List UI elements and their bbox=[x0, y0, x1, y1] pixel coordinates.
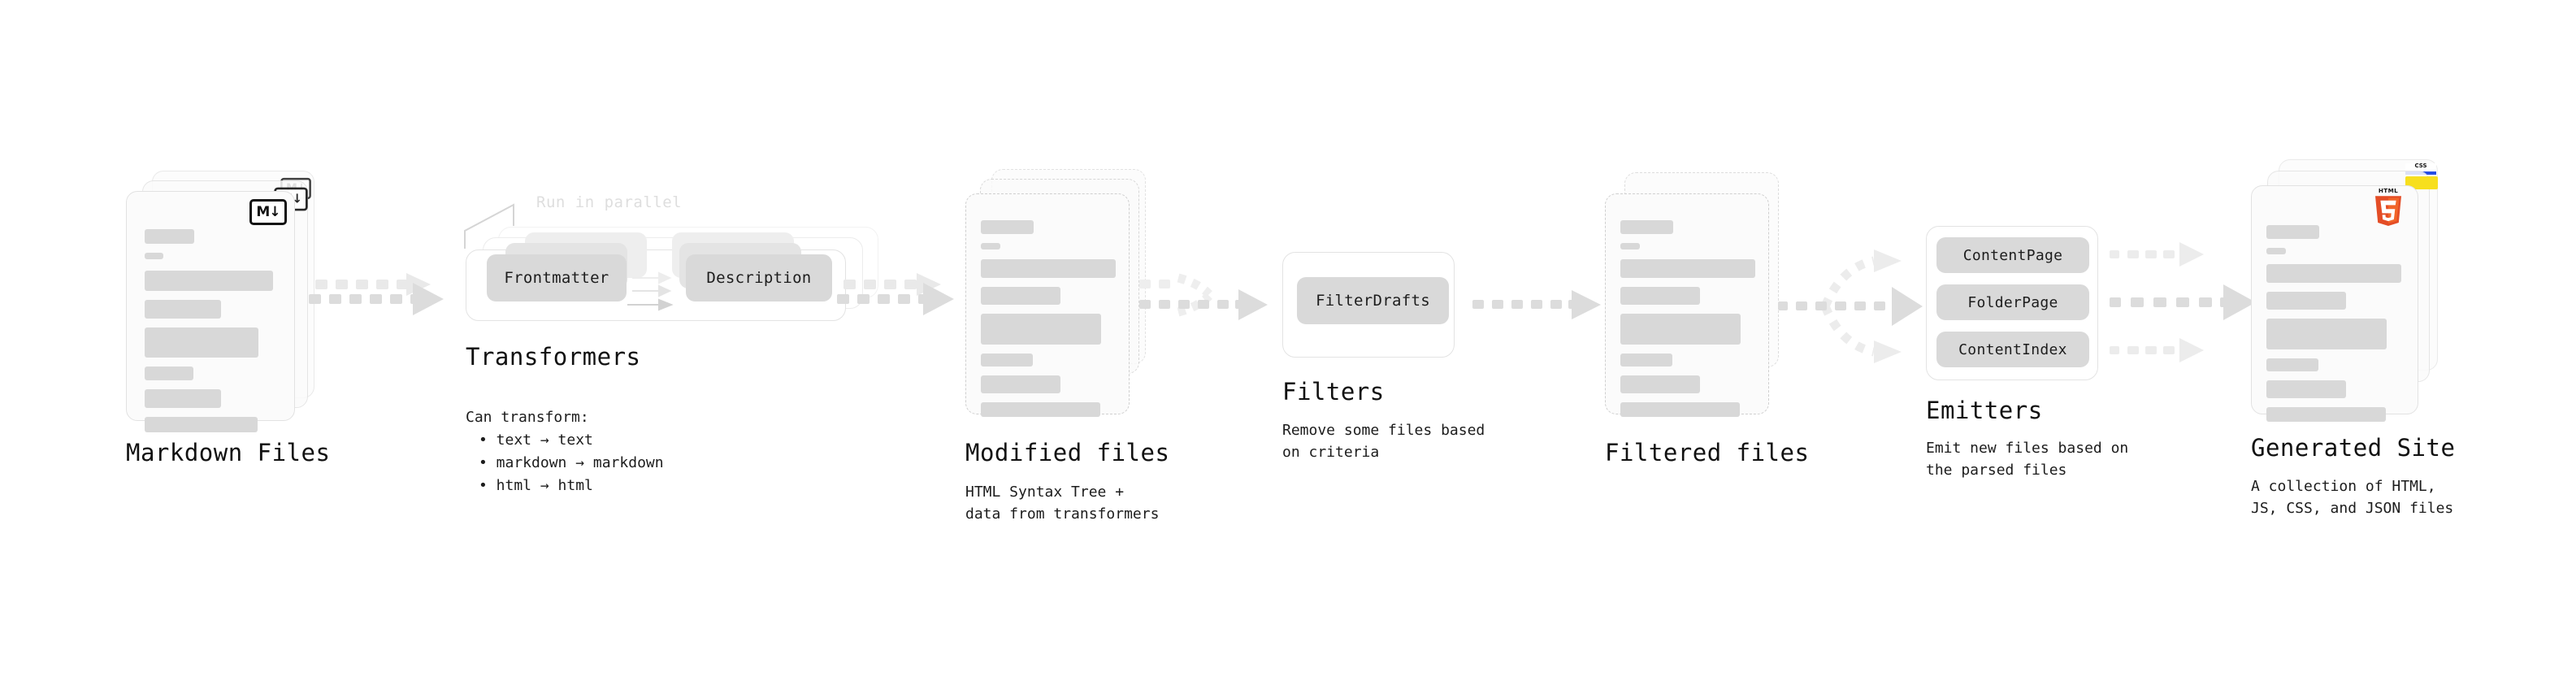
connector-modified-to-filters bbox=[1139, 273, 1268, 320]
transformers-bullet-2: • html → html bbox=[479, 477, 593, 494]
stage-title-generated-site: Generated Site bbox=[2251, 434, 2456, 462]
filters-subtitle: Remove some files based on criteria bbox=[1282, 422, 1485, 462]
site-skeleton-bars bbox=[2266, 225, 2405, 431]
skeleton-bar bbox=[145, 367, 193, 380]
skeleton-bar bbox=[145, 300, 221, 319]
skeleton-bar bbox=[1620, 243, 1640, 249]
generated-site-subtitle: A collection of HTML, JS, CSS, and JSON … bbox=[2251, 478, 2454, 518]
js-icon bbox=[2405, 176, 2438, 189]
svg-text:HTML: HTML bbox=[2379, 187, 2398, 194]
skeleton-bar bbox=[2266, 407, 2386, 422]
filtered-card-front[interactable] bbox=[1605, 193, 1769, 417]
stage-title-modified-files: Modified files bbox=[965, 439, 1170, 466]
skeleton-bar bbox=[2266, 264, 2401, 283]
skeleton-bar bbox=[981, 220, 1034, 234]
skeleton-bar bbox=[981, 402, 1100, 417]
skeleton-bar bbox=[981, 259, 1116, 278]
skeleton-bar bbox=[2266, 292, 2346, 310]
skeleton-bar bbox=[2266, 358, 2318, 371]
emitters-pill-folderpage[interactable]: FolderPage bbox=[1936, 284, 2089, 320]
connector-filtered-to-emitters bbox=[1778, 249, 1923, 363]
skeleton-bar bbox=[145, 417, 258, 432]
transformer-pill-description[interactable]: Description bbox=[686, 254, 832, 301]
emitters-pill-contentpage[interactable]: ContentPage bbox=[1936, 237, 2089, 273]
modified-files-subtitle: HTML Syntax Tree + data from transformer… bbox=[965, 484, 1160, 523]
transformers-subtitle: Can transform: bbox=[466, 409, 589, 426]
connector-emitters-to-site bbox=[2110, 242, 2256, 362]
emitters-pill-contentindex[interactable]: ContentIndex bbox=[1936, 332, 2089, 367]
html5-icon: HTML bbox=[2375, 187, 2401, 226]
stage-title-emitters: Emitters bbox=[1926, 397, 2043, 424]
skeleton-bar bbox=[2266, 380, 2346, 398]
markdown-icon: M↓ bbox=[249, 199, 287, 225]
skeleton-bar bbox=[145, 327, 258, 358]
skeleton-bar bbox=[981, 243, 1000, 249]
stage-title-markdown-files: Markdown Files bbox=[126, 439, 331, 466]
skeleton-bar bbox=[2266, 225, 2319, 239]
markdown-card-front[interactable] bbox=[126, 191, 295, 432]
modified-skeleton-bars bbox=[981, 220, 1116, 426]
connector-transformers-to-modified bbox=[837, 273, 954, 315]
skeleton-bar bbox=[145, 389, 221, 408]
skeleton-bar bbox=[1620, 402, 1740, 417]
transformer-inner-arrows bbox=[627, 271, 674, 311]
skeleton-bar bbox=[145, 271, 273, 291]
skeleton-bar bbox=[981, 375, 1060, 393]
css-icon-label: CSS bbox=[2414, 163, 2427, 169]
skeleton-bar bbox=[1620, 314, 1741, 345]
filters-pill-filterdrafts[interactable]: FilterDrafts bbox=[1297, 277, 1449, 324]
run-in-parallel-bracket bbox=[464, 203, 514, 249]
connector-markdown-to-transformers bbox=[309, 273, 444, 315]
stage-title-filters: Filters bbox=[1282, 378, 1385, 406]
skeleton-bar bbox=[2266, 248, 2286, 254]
skeleton-bar bbox=[1620, 287, 1700, 305]
run-in-parallel-label: Run in parallel bbox=[536, 193, 683, 211]
skeleton-bar bbox=[1620, 220, 1673, 234]
connector-filters-to-filtered bbox=[1472, 290, 1601, 319]
markdown-skeleton-bars bbox=[145, 229, 281, 441]
skeleton-bar bbox=[145, 229, 194, 244]
skeleton-bar bbox=[2266, 319, 2387, 349]
stage-title-transformers: Transformers bbox=[466, 343, 641, 371]
skeleton-bar bbox=[981, 287, 1060, 305]
skeleton-bar bbox=[145, 253, 163, 259]
filtered-skeleton-bars bbox=[1620, 220, 1755, 426]
skeleton-bar bbox=[981, 354, 1033, 367]
skeleton-bar bbox=[1620, 375, 1700, 393]
skeleton-bar bbox=[1620, 259, 1755, 278]
emitters-subtitle: Emit new files based on the parsed files bbox=[1926, 440, 2129, 479]
transformers-bullet-1: • markdown → markdown bbox=[479, 454, 664, 471]
stage-title-filtered-files: Filtered files bbox=[1605, 439, 1810, 466]
skeleton-bar bbox=[981, 314, 1101, 345]
transformers-bullet-0: • text → text bbox=[479, 432, 593, 449]
modified-card-front[interactable] bbox=[965, 193, 1130, 417]
skeleton-bar bbox=[1620, 354, 1672, 367]
transformer-pill-frontmatter[interactable]: Frontmatter bbox=[487, 254, 627, 301]
